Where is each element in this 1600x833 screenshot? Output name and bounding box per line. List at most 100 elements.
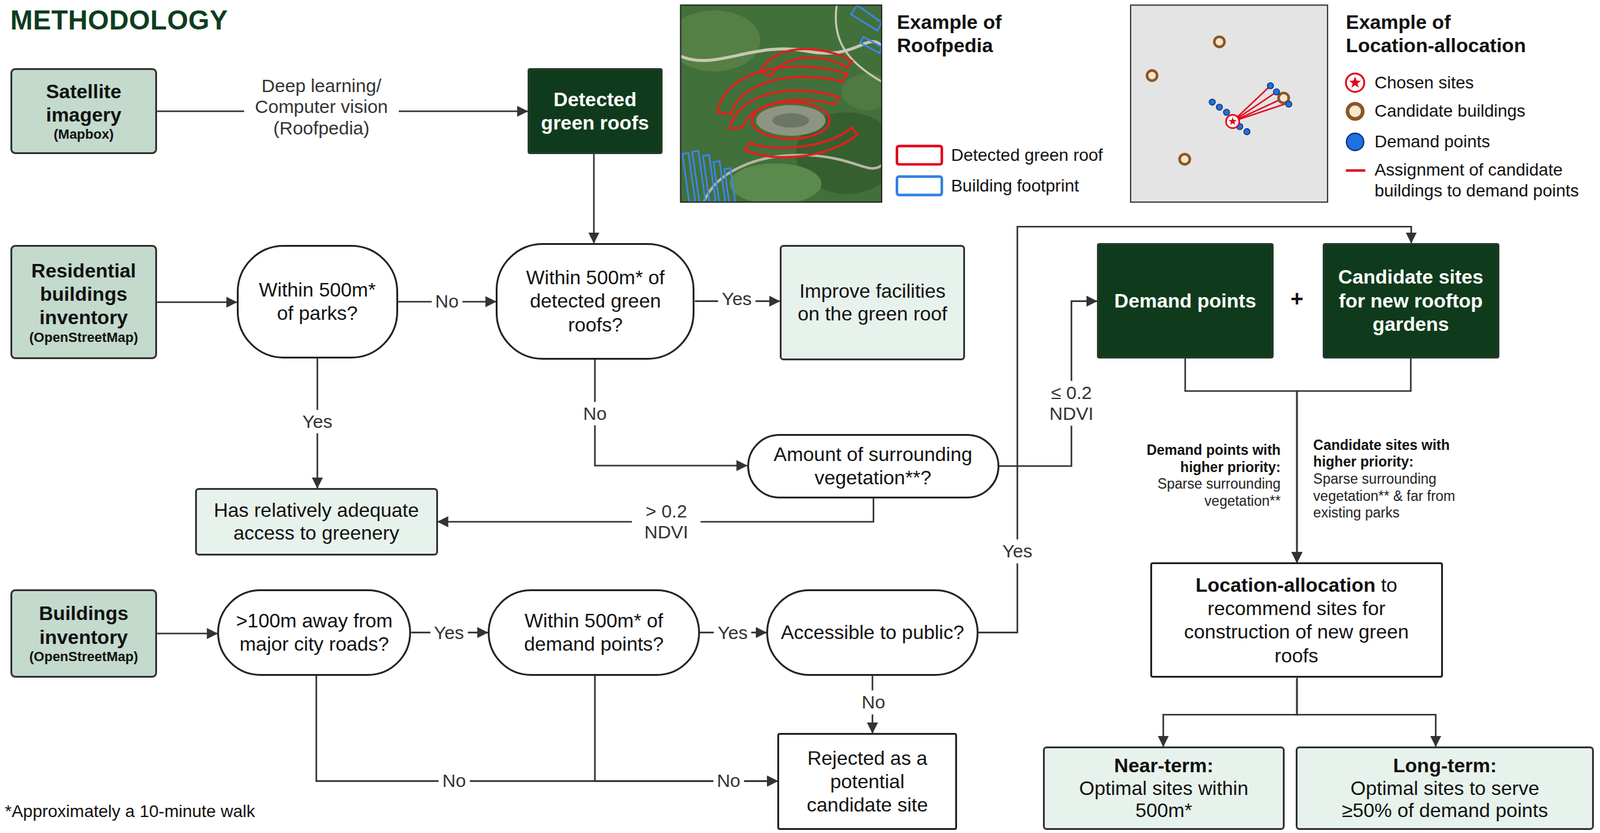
node-text: Long-term: (1331, 753, 1559, 777)
building-footprints (682, 4, 882, 202)
node-text: Amount of surrounding vegetation**? (765, 442, 981, 490)
demand-swatch (1346, 133, 1364, 151)
rounded-outline (767, 589, 978, 675)
text-wrap: Detected green roofs (535, 87, 655, 135)
node-text: Improve facilities on the green roof (792, 279, 953, 326)
connector (593, 153, 596, 243)
note-text: Candidate sites with higher priority: (1313, 436, 1461, 471)
edge-label: ≤ 0.2 NDVI (1036, 380, 1106, 426)
edge-label: Deep learning/ Computer vision (Roofpedi… (244, 74, 399, 141)
edge-label: Yes (998, 539, 1037, 564)
text-wrap: Within 500m* of demand points? (511, 608, 677, 656)
node-text: Rejected as a potential candidate site (790, 746, 945, 817)
note-block: Demand points with higher priority:Spars… (1133, 441, 1281, 510)
legend-item: Building footprint (950, 175, 1080, 197)
legend-item: Chosen sites (1374, 72, 1474, 94)
rounded-outline (488, 589, 700, 675)
legend-item: Candidate buildings (1374, 100, 1526, 122)
connector (157, 632, 218, 635)
note-block: Candidate sites with higher priority:Spa… (1313, 436, 1461, 522)
text-wrap: Candidate sites for new rooftop gardens (1331, 265, 1491, 336)
text-wrap: Amount of surrounding vegetation**? (765, 442, 981, 490)
data-source-box: Buildings inventory(OpenStreetMap) (10, 588, 158, 678)
text-wrap: Buildings inventory(OpenStreetMap) (19, 601, 148, 665)
candidate-swatch (1347, 103, 1363, 120)
node-text: (OpenStreetMap) (19, 329, 148, 346)
decision-box: >100m away from major city roads? (217, 588, 412, 676)
image-frame (680, 4, 882, 202)
result-box: Detected green roofs (527, 68, 663, 154)
connector (595, 358, 748, 466)
decision-outline (236, 244, 399, 359)
edge-label: No (431, 288, 462, 313)
node-text: Candidate sites for new rooftop gardens (1331, 265, 1491, 336)
rounded-outline (496, 243, 694, 359)
legend-label: Chosen sites (1374, 73, 1474, 93)
detected-roof-outline (717, 49, 858, 158)
text-wrap: Location-allocationto recommend sites fo… (1173, 573, 1420, 668)
connector (595, 675, 778, 781)
connector (157, 301, 237, 304)
connector (1296, 677, 1436, 746)
edge-label: No (858, 690, 889, 715)
note-text: Sparse surrounding vegetation** (1133, 475, 1281, 510)
footprint-swatch (896, 176, 942, 196)
node-text: Within 500m* of detected green roofs? (519, 265, 673, 337)
node-text: Has relatively adequate access to greene… (206, 498, 427, 545)
text-wrap: Rejected as a potential candidate site (790, 746, 945, 817)
rounded-outline (237, 246, 397, 358)
decision-outline (217, 588, 412, 676)
example-heading: Example of Roofpedia (896, 10, 1088, 58)
text-wrap: Demand points (1114, 288, 1256, 313)
edge-label: Yes (714, 620, 752, 645)
text-wrap: Near-term:Optimal sites within 500m* (1059, 753, 1269, 822)
node-text: >100m away from major city roads? (231, 608, 397, 656)
node-text: Within 500m* of demand points? (511, 608, 677, 656)
text-wrap: Has relatively adequate access to greene… (206, 498, 427, 545)
data-source-box: Satellite imagery(Mapbox) (10, 68, 158, 154)
legend-label: Building footprint (950, 176, 1080, 196)
legend-label: Candidate buildings (1374, 101, 1526, 121)
legend-item: Assignment of candidate buildings to dem… (1374, 160, 1593, 202)
text-wrap: Residential buildings inventory(OpenStre… (19, 258, 148, 347)
legend-label: Demand points (1374, 131, 1490, 151)
roof-swatch (896, 146, 942, 165)
text-wrap: Satellite imagery(Mapbox) (22, 79, 145, 143)
node-text: Accessible to public? (780, 620, 965, 644)
edge-label: No (579, 401, 610, 426)
node-text: Location-allocation (1195, 573, 1376, 596)
edge-label: Yes (430, 620, 468, 645)
edge-label: > 0.2 NDVI (631, 498, 701, 544)
chosen-site-swatch (1346, 73, 1365, 93)
node-text: (OpenStreetMap) (19, 648, 148, 665)
edge-label: Yes (717, 287, 756, 312)
note-text: Demand points with higher priority: (1133, 441, 1281, 476)
connector (316, 675, 778, 781)
assignment-swatch (1346, 169, 1366, 172)
rounded-outline (747, 434, 999, 497)
outcome-box: Near-term:Optimal sites within 500m* (1042, 746, 1285, 830)
node-text: Near-term: (1059, 753, 1269, 777)
node-text: Residential buildings inventory (19, 258, 148, 330)
node-text: Within 500m* of parks? (249, 277, 385, 326)
text-wrap: >100m away from major city roads? (231, 608, 397, 656)
outcome-box: Has relatively adequate access to greene… (195, 487, 439, 556)
legend-item: Demand points (1374, 131, 1490, 153)
text-wrap: Accessible to public? (780, 620, 965, 644)
node-text: Buildings inventory (19, 601, 148, 649)
decision-box: Within 500m* of demand points? (487, 588, 700, 676)
edge-label: No (438, 768, 470, 793)
symbol-label: + (1290, 285, 1304, 312)
footnote: *Approximately a 10-minute walk (4, 801, 256, 821)
legend-label: Detected green roof (950, 145, 1104, 165)
node-text: Satellite imagery (22, 79, 145, 127)
connector (1163, 677, 1297, 746)
text-wrap: Within 500m* of detected green roofs? (519, 265, 673, 337)
data-source-box: Residential buildings inventory(OpenStre… (10, 244, 158, 359)
decision-box: Within 500m* of detected green roofs? (495, 242, 695, 360)
node-text: Optimal sites within 500m* (1059, 776, 1269, 823)
outcome-box: Improve facilities on the green roof (779, 244, 966, 361)
